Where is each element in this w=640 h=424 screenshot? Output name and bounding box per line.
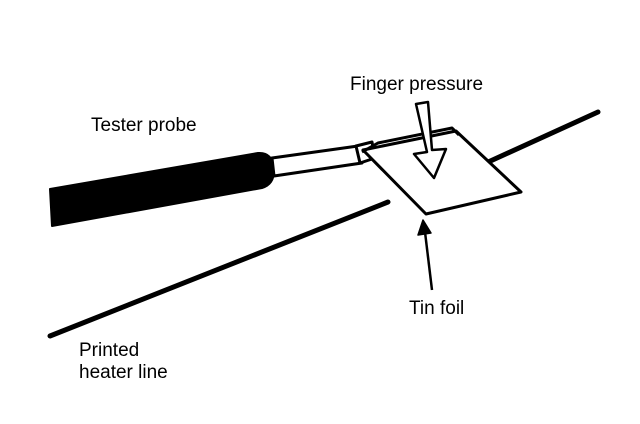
tester-probe-handle (49, 151, 276, 227)
finger-pressure-label: Finger pressure (350, 74, 484, 95)
tin-foil-pointer-arrowhead (417, 219, 432, 236)
tin-foil-pointer-line (423, 231, 434, 291)
tester-probe-shaft (270, 144, 364, 178)
printed-heater-line-label-line1: Printed (79, 340, 140, 361)
printed-heater-line-label: Printed heater line (79, 340, 168, 384)
finger-pressure-arrow (412, 100, 448, 180)
printed-heater-line (47, 109, 601, 339)
tester-probe-label: Tester probe (91, 115, 197, 136)
printed-heater-line-label-line2: heater line (79, 362, 168, 383)
tin-foil-fold (361, 126, 461, 154)
tin-foil-label: Tin foil (409, 298, 465, 319)
